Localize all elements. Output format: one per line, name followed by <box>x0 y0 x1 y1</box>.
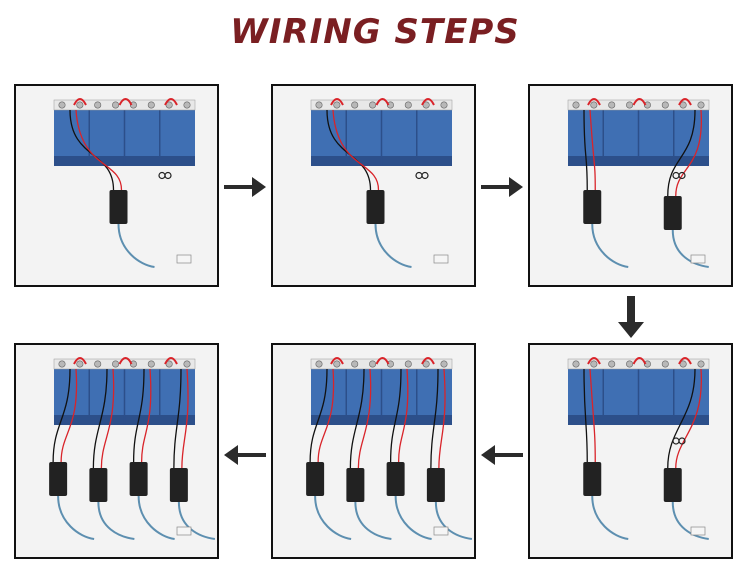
washer <box>164 171 172 180</box>
washer <box>678 437 686 445</box>
balancer-module <box>663 468 682 502</box>
balancer-module <box>89 468 108 502</box>
connector <box>433 526 449 536</box>
left-arrow-icon <box>224 443 266 467</box>
step-6-photo <box>14 343 219 559</box>
page-title: WIRING STEPS <box>230 12 520 52</box>
balancer-module <box>663 196 682 230</box>
balancer-module <box>129 462 148 496</box>
washer <box>672 437 680 445</box>
connector <box>690 254 706 264</box>
step-1-photo <box>14 84 219 287</box>
washer <box>421 171 429 180</box>
balancer-module <box>386 462 405 496</box>
step-5-photo <box>271 343 476 559</box>
step-2-photo <box>271 84 476 287</box>
right-arrow-icon <box>481 175 523 199</box>
balancer-module <box>426 468 445 502</box>
balancer-module <box>109 190 128 224</box>
connector <box>176 254 192 264</box>
balancer-module <box>583 462 602 496</box>
washer <box>415 171 423 180</box>
balancer-module <box>49 462 68 496</box>
balancer-module <box>346 468 365 502</box>
balancer-module <box>169 468 188 502</box>
washer <box>672 171 680 180</box>
left-arrow-icon <box>481 443 523 467</box>
washer <box>678 171 686 180</box>
connector <box>690 526 706 536</box>
right-arrow-icon <box>224 175 266 199</box>
balancer-module <box>583 190 602 224</box>
step-3-photo <box>528 84 733 287</box>
step-4-photo <box>528 343 733 559</box>
connector <box>433 254 449 264</box>
down-arrow-icon <box>618 296 644 338</box>
connector <box>176 526 192 536</box>
washer <box>158 171 166 180</box>
balancer-module <box>306 462 325 496</box>
balancer-module <box>366 190 385 224</box>
